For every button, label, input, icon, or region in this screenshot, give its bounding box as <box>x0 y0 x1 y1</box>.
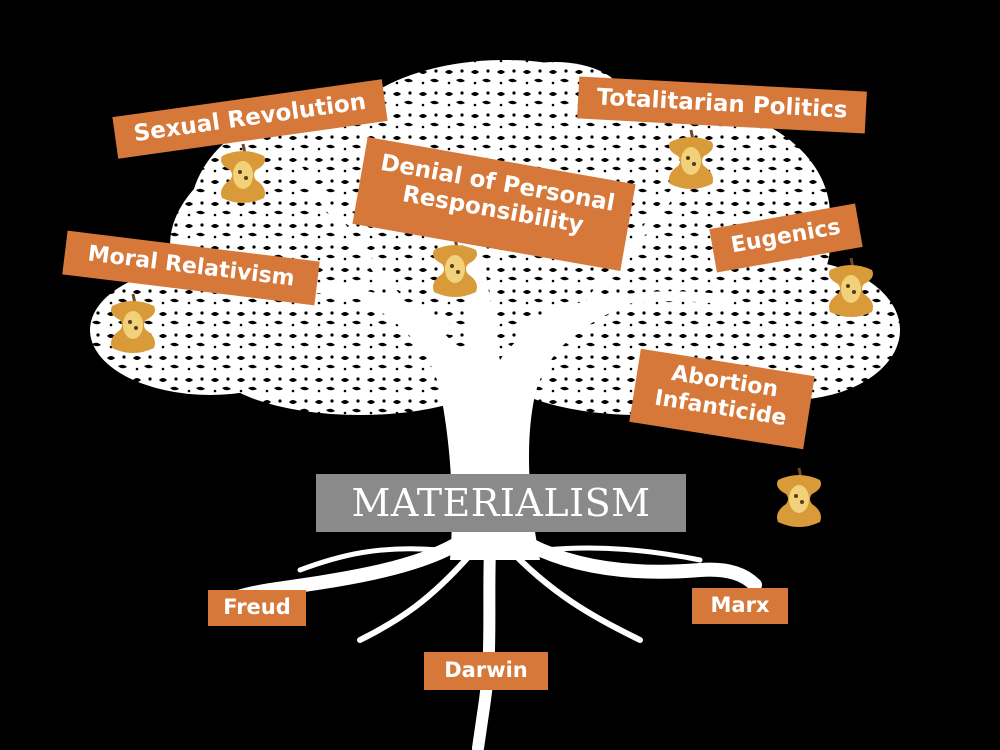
label-text: Totalitarian Politics <box>596 84 849 124</box>
label-darwin: Darwin <box>424 652 548 690</box>
apple-core-icon <box>777 467 821 527</box>
apple-core-icon <box>829 257 873 317</box>
tree-trunk <box>360 270 612 560</box>
label-materialism: MATERIALISM <box>316 474 686 532</box>
apple-core-icon <box>221 143 265 203</box>
apple-core-icon <box>669 129 713 189</box>
tree-canopy <box>90 60 900 415</box>
label-marx: Marx <box>692 588 788 624</box>
apple-core-icon <box>433 237 477 297</box>
label-text: Marx <box>710 593 770 617</box>
label-text: Darwin <box>444 658 528 682</box>
tree-roots <box>208 538 762 750</box>
apple-core-icon <box>111 293 155 353</box>
label-freud: Freud <box>208 590 306 626</box>
label-text: Freud <box>223 595 291 619</box>
